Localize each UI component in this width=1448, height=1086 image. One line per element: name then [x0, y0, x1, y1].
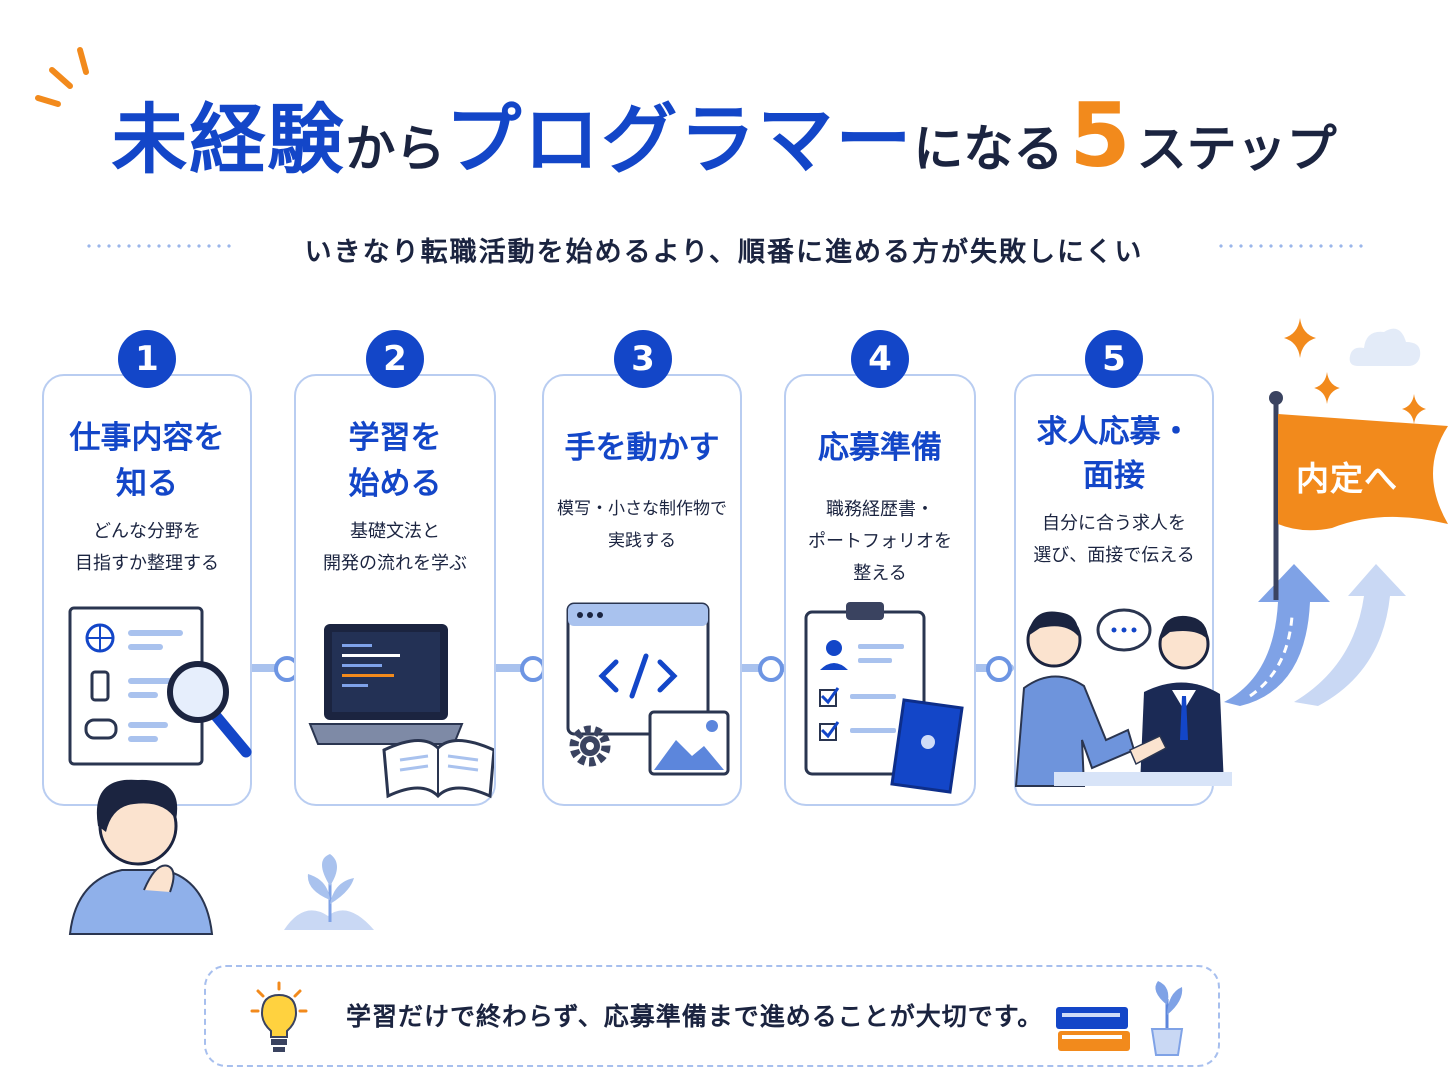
subtitle: いきなり転職活動を始めるより、順番に進める方が失敗しにくい: [304, 237, 1144, 268]
title-number: 5: [1069, 84, 1131, 187]
step-5-desc-line-2: 選び、面接で伝える: [1033, 545, 1195, 566]
title-part1: 未経験: [111, 95, 346, 184]
handshake-interview-icon: [1014, 608, 1232, 787]
image-icon: [648, 710, 730, 776]
connector-4-5: [948, 664, 1014, 672]
lightbulb-icon: [250, 981, 308, 1052]
tip-box: 学習だけで終わらず、応募準備まで進めることが大切です。: [204, 965, 1220, 1067]
goal-flag-icon: [1269, 391, 1448, 600]
clipboard-checklist-icon: [804, 602, 964, 794]
step-4-desc-line-3: 整える: [853, 563, 907, 584]
step-2-desc-line-2: 開発の流れを学ぶ: [323, 553, 467, 574]
sparkle-icon-3: [1402, 394, 1426, 424]
step-2-title-line-1: 学習を: [348, 420, 442, 456]
connector-2-3: [470, 664, 550, 672]
step-3-desc-line-2: 実践する: [608, 531, 676, 551]
portfolio-folder-icon: [890, 698, 964, 794]
step-5-title-line-1: 求人応募・: [1036, 414, 1192, 450]
step-1-desc-line-2: 目指すか整理する: [75, 553, 219, 574]
step-5-title-line-2: 面接: [1083, 458, 1145, 494]
step-badge-2: 2: [366, 330, 424, 388]
step-3-title-line-1: 手を動かす: [564, 430, 720, 466]
subtitle-dots-right: [1216, 244, 1366, 248]
plant-icon: [284, 854, 374, 930]
title-part4: になる: [913, 120, 1064, 178]
title-part3: プログラマー: [445, 95, 914, 184]
laptop-code-icon: [308, 624, 494, 799]
thinking-person-icon: [68, 779, 214, 935]
step-4-title-line-1: 応募準備: [818, 430, 942, 466]
step-5-desc-line-1: 自分に合う求人を: [1042, 513, 1186, 534]
gear-icon: [569, 725, 611, 767]
sparkle-icon-2: [1314, 372, 1340, 404]
step-1-desc-line-1: どんな分野を: [93, 521, 201, 542]
title-part5: ステップ: [1136, 120, 1337, 178]
step-badge-3: 3: [614, 330, 672, 388]
document-search-icon: [68, 606, 252, 766]
burst-lines-icon: [35, 47, 89, 107]
step-4-desc-line-2: ポートフォリオを: [808, 531, 952, 552]
step-card-4: 応募準備 職務経歴書・ ポートフォリオを 整える: [784, 374, 976, 806]
magnifier-icon: [167, 661, 252, 758]
sparkle-icon: [1284, 318, 1316, 358]
step-4-desc-line-1: 職務経歴書・: [826, 499, 934, 520]
step-1-title-line-1: 仕事内容を: [69, 420, 225, 456]
step-card-1: 仕事内容を 知る どんな分野を 目指すか整理する: [42, 374, 252, 806]
potted-plant-icon: [1150, 981, 1184, 1056]
cloud-icon: [1349, 328, 1421, 366]
title-part2: から: [345, 120, 446, 178]
step-3-desc-line-1: 模写・小さな制作物で: [557, 499, 727, 519]
connector-ring-3: [758, 656, 784, 682]
road-arrow-icon: [1224, 564, 1406, 706]
step-badge-1: 1: [118, 330, 176, 388]
step-2-title-line-2: 始める: [348, 466, 442, 502]
tip-text: 学習だけで終わらず、応募準備まで進めることが大切です。: [346, 1002, 1044, 1031]
open-book-icon: [382, 739, 494, 799]
connector-ring-4: [986, 656, 1012, 682]
step-badge-5: 5: [1085, 330, 1143, 388]
step-card-3: 手を動かす 模写・小さな制作物で 実践する: [542, 374, 742, 806]
step-1-title-line-2: 知る: [116, 466, 178, 502]
books-icon: [1056, 1007, 1130, 1051]
browser-code-icon: [566, 602, 730, 776]
subtitle-dots-left: [84, 244, 234, 248]
step-card-2: 学習を 始める 基礎文法と 開発の流れを学ぶ: [294, 374, 496, 806]
step-badge-4: 4: [851, 330, 909, 388]
connector-1-2: [240, 664, 300, 672]
speech-bubble-icon: [1096, 608, 1152, 652]
step-2-desc-line-1: 基礎文法と: [350, 521, 440, 542]
goal-flag-label: 内定へ: [1296, 459, 1398, 498]
